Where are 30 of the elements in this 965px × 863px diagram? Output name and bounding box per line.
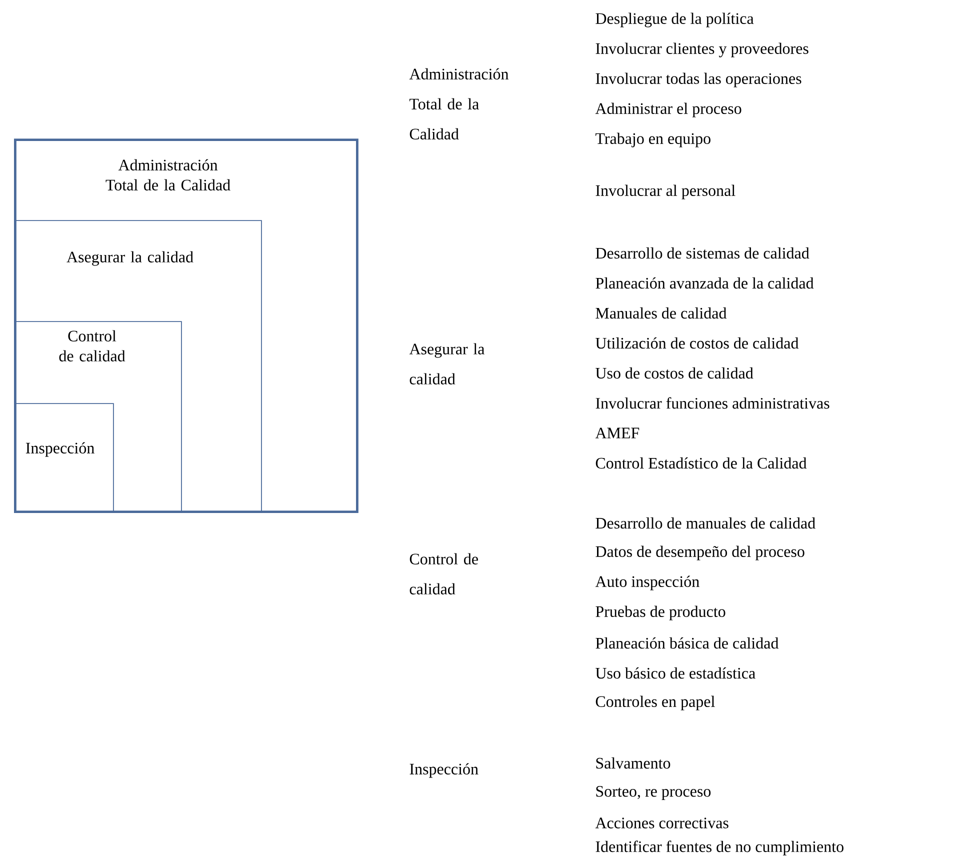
practice-label: Salvamento	[596, 757, 670, 769]
practice-label: Planeación avanzada de la calidad	[596, 277, 814, 289]
practice-label: Control Estadístico de la Calidad	[596, 457, 807, 469]
practice-label: Datos de desempeño del proceso	[596, 546, 804, 560]
practice-label: Involucrar todas las operaciones	[596, 72, 802, 88]
practice-label: Pruebas de producto	[596, 606, 726, 620]
practice-label: AMEF	[595, 428, 640, 438]
level-label: Inspección	[410, 763, 478, 778]
practice-label: Manuales de calidad	[596, 307, 727, 319]
practice-label: Utilización de costos de calidad	[596, 337, 799, 349]
practice-label: Involucrar al personal	[596, 184, 736, 200]
practice-label: Administrar el proceso	[595, 102, 742, 118]
practice-label: Desarrollo de sistemas de calidad	[596, 247, 810, 259]
practice-label: Involucrar clientes y proveedores	[596, 42, 808, 58]
practice-label: Trabajo en equipo	[596, 132, 710, 148]
practice-label: Identificar fuentes de no cumplimiento	[596, 840, 844, 856]
practice-label: Uso básico de estadística	[596, 667, 756, 679]
practice-label: Despliegue de la política	[596, 12, 754, 28]
practice-label: Uso de costos de calidad	[596, 367, 754, 379]
practice-label: Desarrollo de manuales de calidad	[596, 517, 816, 529]
practice-label: Auto inspección	[595, 576, 700, 590]
level-label: Control de calidad	[410, 553, 478, 594]
nested-box: Inspección	[14, 403, 114, 513]
practice-label: Sorteo, re proceso	[596, 786, 711, 800]
practice-label: Planeación básica de calidad	[596, 637, 779, 649]
level-label: Asegurar la calidad	[409, 343, 484, 384]
practice-label: Controles en papel	[596, 696, 715, 710]
level-label: Administración Total de la Calidad	[409, 68, 509, 140]
practice-label: Acciones correctivas	[595, 818, 728, 828]
practice-label: Involucrar funciones administrativas	[596, 397, 830, 409]
